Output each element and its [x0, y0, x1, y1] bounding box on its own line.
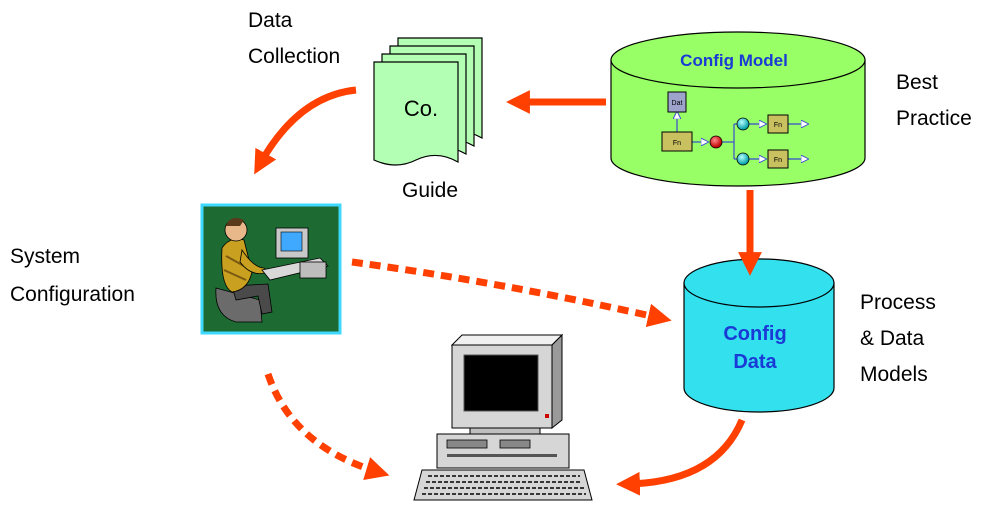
guide-document-text: Co.	[404, 96, 438, 121]
data-collection-label-line2: Collection	[248, 45, 341, 68]
config-data-title-line1: Config	[723, 323, 786, 345]
data-collection-label-line1: Data	[248, 9, 293, 32]
dat-node-label: Dat	[672, 100, 683, 107]
arrow-config-data-to-computer	[616, 418, 746, 496]
desktop-computer-image	[413, 333, 593, 501]
best-practice-label-line1: Best	[896, 71, 939, 94]
fn-node	[661, 131, 693, 152]
arrow-system-to-computer	[264, 372, 390, 480]
config-data-title-line2: Data	[733, 351, 777, 373]
config-model-title: Config Model	[680, 51, 788, 70]
split-node-bottom	[736, 152, 750, 166]
decision-node	[709, 135, 723, 149]
config-data-cylinder	[683, 258, 835, 413]
guide-document-icon	[373, 37, 483, 166]
system-configuration-label-line1: System	[10, 245, 81, 268]
split-node-top	[736, 117, 750, 131]
mini-process-flow	[677, 112, 808, 159]
fn-node	[767, 114, 789, 134]
guide-label: Guide	[402, 179, 459, 202]
fn-node-label: Fn	[673, 140, 681, 147]
arrow-guide-to-system	[254, 86, 357, 175]
system-configuration-label-line2: Configuration	[10, 283, 135, 306]
best-practice-label-line2: Practice	[896, 107, 972, 130]
process-models-label-line3: Models	[860, 363, 928, 386]
fn-node	[767, 149, 789, 169]
dat-node	[667, 91, 687, 113]
person-at-computer-image	[200, 203, 342, 335]
process-models-label-line1: Process	[860, 291, 936, 314]
fn-node-label: Fn	[774, 122, 782, 129]
arrow-system-to-config-data	[351, 258, 672, 327]
fn-node-label: Fn	[774, 157, 782, 164]
process-models-label-line2: & Data	[860, 327, 925, 350]
